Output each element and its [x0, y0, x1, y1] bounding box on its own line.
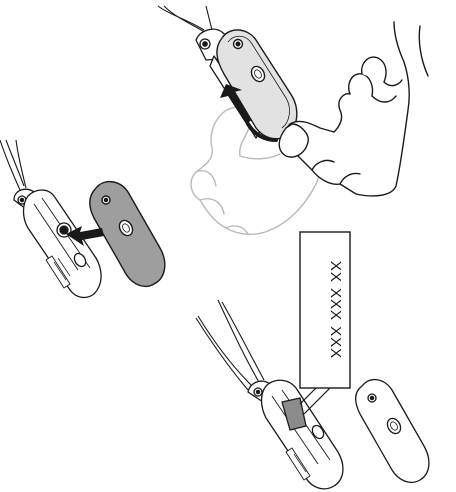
step-read-label: XX XXX XXX [196, 232, 429, 489]
lanyard-top [158, 6, 212, 34]
step-remove-cover [158, 6, 428, 234]
label-code-text: XX XXX XXX [327, 261, 344, 359]
lanyard-left [0, 140, 26, 190]
device-body-left [14, 189, 101, 297]
pushing-hand [285, 22, 428, 196]
cover-detached [356, 380, 429, 483]
device-body-bottom [248, 380, 343, 489]
step-apply-sticker [0, 140, 165, 297]
lanyard-bottom [196, 300, 264, 390]
label-callout-box: XX XXX XXX [300, 232, 350, 388]
